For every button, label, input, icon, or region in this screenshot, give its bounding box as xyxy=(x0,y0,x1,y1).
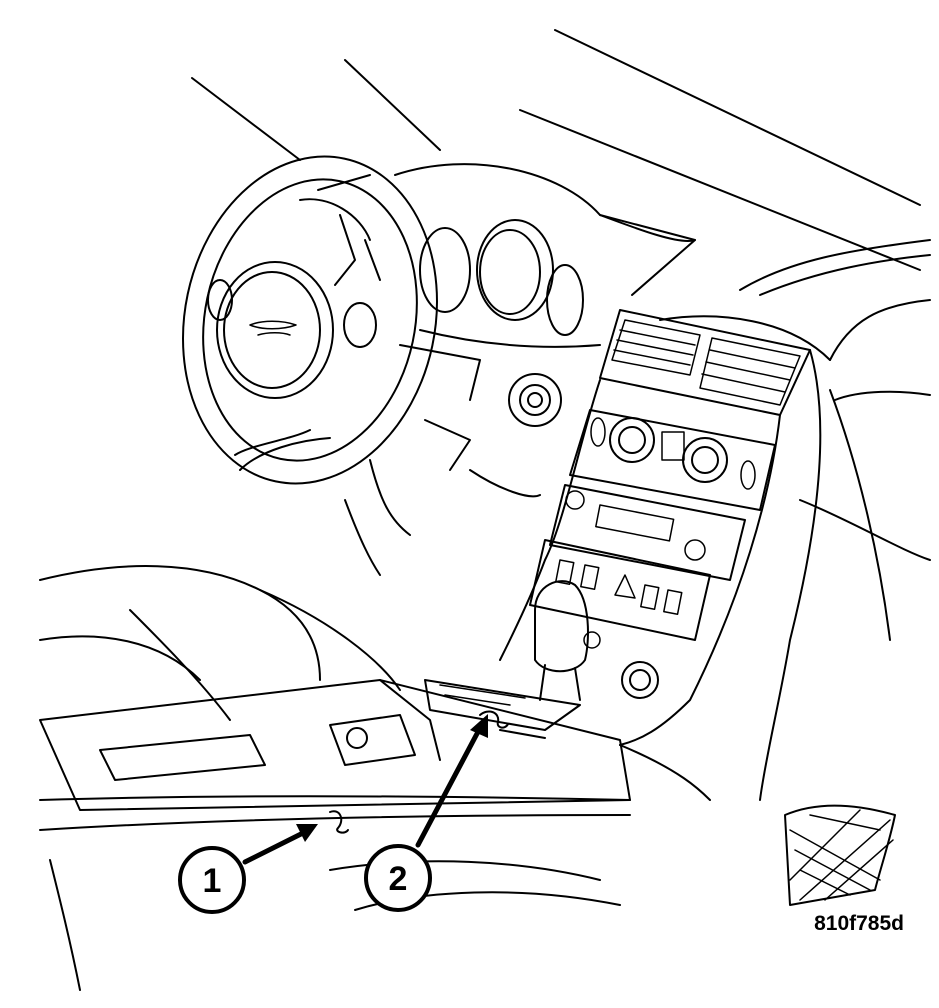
floor-mat xyxy=(784,804,896,906)
figure-code: 810f785d xyxy=(814,912,904,935)
callout-2-label: 2 xyxy=(389,860,408,898)
steering-wheel xyxy=(182,155,438,485)
callout-1-circle xyxy=(178,846,246,914)
instrument-cluster xyxy=(399,219,601,401)
windshield-lines xyxy=(191,29,921,271)
brand-emblem xyxy=(249,320,297,330)
center-console xyxy=(39,679,711,831)
callout-2: 2 xyxy=(364,844,432,912)
lower-console-knob xyxy=(583,631,659,699)
radio-unit xyxy=(549,484,746,581)
climate-controls xyxy=(569,409,776,511)
hook-mark-1 xyxy=(329,810,349,834)
callout-1: 1 xyxy=(178,846,246,914)
console-trim xyxy=(499,349,931,801)
release-hook-marks xyxy=(329,710,509,834)
dashboard-top xyxy=(394,163,931,401)
callout-2-arrow xyxy=(415,714,488,848)
gear-shifter xyxy=(424,580,589,739)
switch-bank xyxy=(529,539,711,641)
center-stack-vents xyxy=(599,309,811,416)
hook-mark-2 xyxy=(479,710,509,729)
callout-1-arrow xyxy=(242,824,318,865)
callout-1-label: 1 xyxy=(203,862,222,900)
callout-2-circle xyxy=(364,844,432,912)
ignition-column xyxy=(344,373,562,576)
airbag-hub xyxy=(207,261,377,399)
